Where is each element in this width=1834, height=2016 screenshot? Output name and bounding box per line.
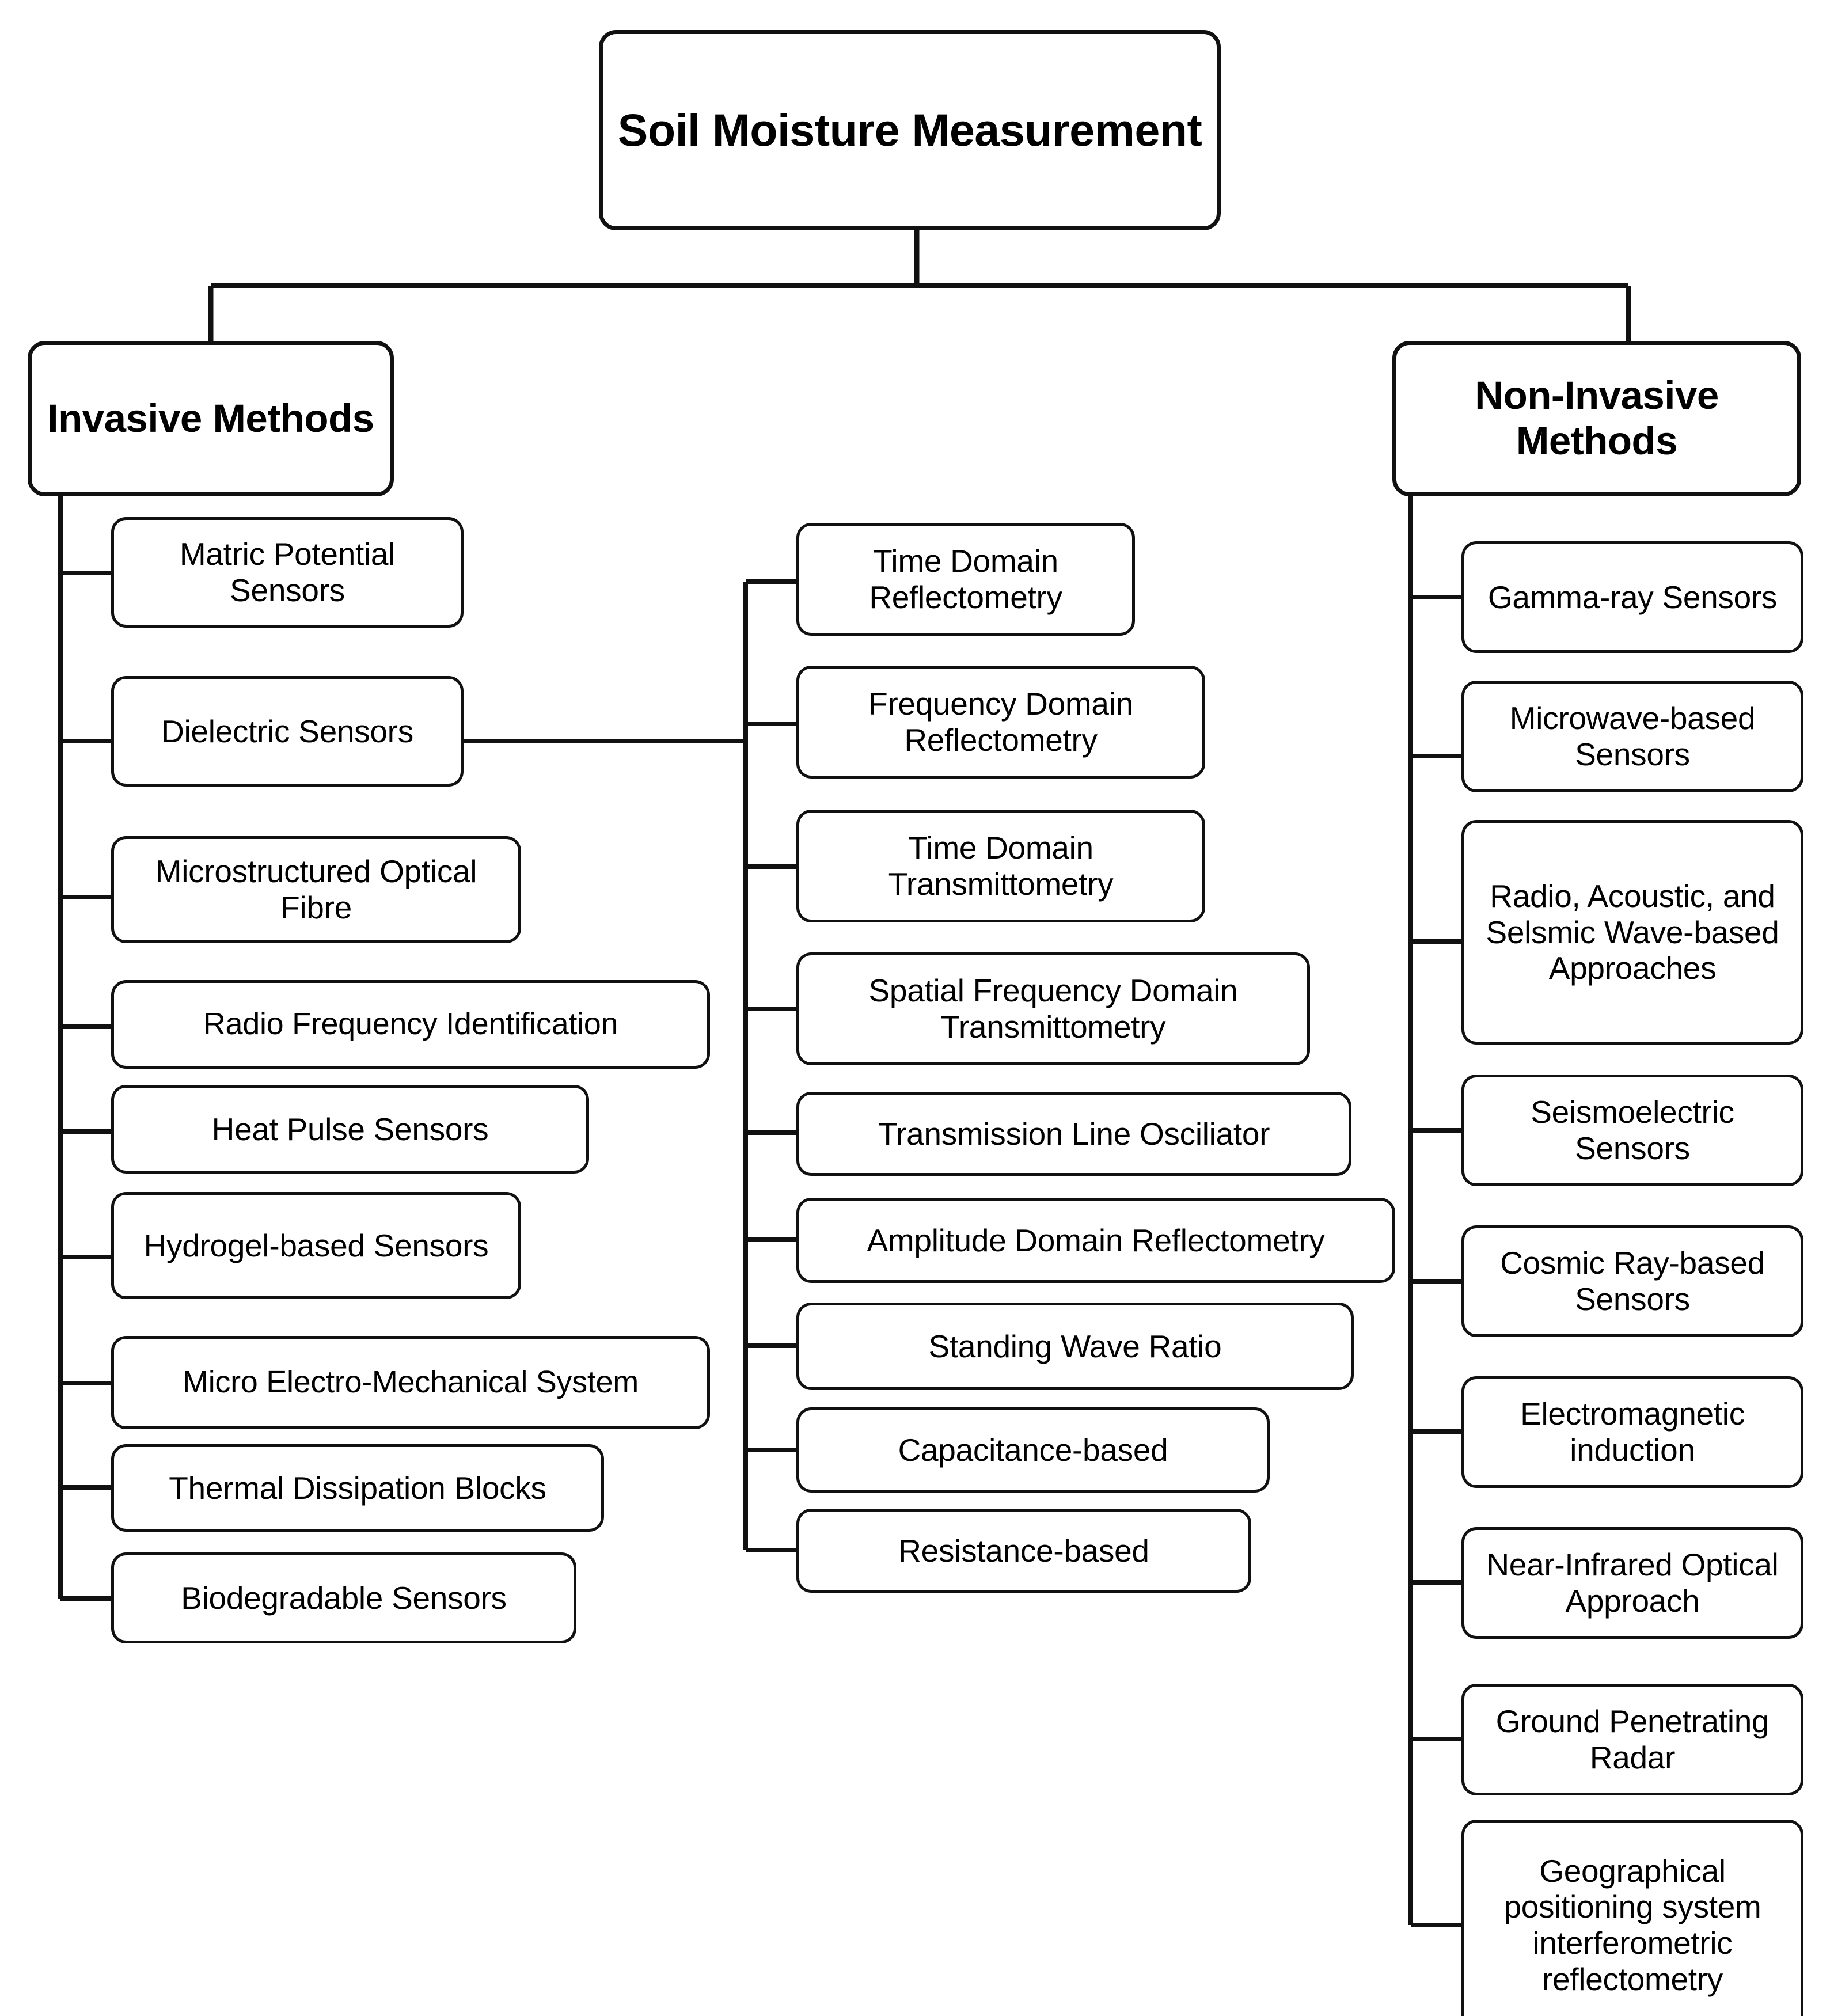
leaf-label: Electromagnetic induction: [1520, 1396, 1745, 1468]
root-node-label: Soil Moisture Measurement: [617, 104, 1202, 155]
leaf-node-frequency-domain-reflectometry[interactable]: Frequency Domain Reflectometry: [796, 666, 1205, 779]
leaf-node-capacitance-based[interactable]: Capacitance-based: [796, 1407, 1270, 1493]
leaf-node-resistance-based[interactable]: Resistance-based: [796, 1509, 1251, 1593]
leaf-label: Geographical positioning system interfer…: [1503, 1852, 1761, 1997]
leaf-label: Time Domain Transmittometry: [888, 830, 1114, 902]
leaf-label: Cosmic Ray-based Sensors: [1500, 1245, 1765, 1317]
branch-node-non-invasive-label: Non-Invasive Methods: [1475, 373, 1719, 463]
leaf-node-transmission-line-osciliator[interactable]: Transmission Line Osciliator: [796, 1092, 1351, 1176]
leaf-label: Micro Electro-Mechanical System: [183, 1365, 639, 1400]
leaf-label: Standing Wave Ratio: [928, 1328, 1222, 1364]
leaf-node-microwave-based-sensors[interactable]: Microwave-based Sensors: [1461, 681, 1803, 792]
branch-node-invasive-label: Invasive Methods: [47, 396, 374, 441]
leaf-label: Spatial Frequency Domain Transmittometry: [868, 973, 1238, 1045]
leaf-label: Frequency Domain Reflectometry: [868, 686, 1133, 758]
leaf-label: Radio Frequency Identification: [203, 1007, 618, 1042]
leaf-node-near-infrared-optical-approach[interactable]: Near-Infrared Optical Approach: [1461, 1527, 1803, 1639]
branch-node-non-invasive-methods[interactable]: Non-Invasive Methods: [1392, 341, 1801, 496]
branch-node-invasive-methods[interactable]: Invasive Methods: [28, 341, 394, 496]
leaf-node-electromagnetic-induction[interactable]: Electromagnetic induction: [1461, 1376, 1803, 1488]
leaf-label: Hydrogel-based Sensors: [143, 1227, 489, 1263]
leaf-node-matric-potential-sensors[interactable]: Matric Potential Sensors: [111, 517, 464, 628]
leaf-node-hydrogel-based-sensors[interactable]: Hydrogel-based Sensors: [111, 1192, 521, 1299]
root-node-soil-moisture-measurement[interactable]: Soil Moisture Measurement: [599, 30, 1221, 230]
leaf-label: Thermal Dissipation Blocks: [169, 1470, 546, 1506]
leaf-label: Amplitude Domain Reflectometry: [867, 1222, 1325, 1258]
leaf-node-amplitude-domain-reflectometry[interactable]: Amplitude Domain Reflectometry: [796, 1198, 1395, 1283]
leaf-label: Seismoelectric Sensors: [1531, 1094, 1734, 1166]
leaf-node-time-domain-transmittometry[interactable]: Time Domain Transmittometry: [796, 810, 1205, 922]
leaf-label: Dielectric Sensors: [161, 713, 413, 749]
leaf-node-cosmic-ray-based-sensors[interactable]: Cosmic Ray-based Sensors: [1461, 1225, 1803, 1337]
leaf-label: Transmission Line Osciliator: [878, 1115, 1270, 1152]
leaf-label: Time Domain Reflectometry: [869, 543, 1062, 615]
leaf-node-gps-interferometric-reflectometry[interactable]: Geographical positioning system interfer…: [1461, 1820, 1803, 2016]
leaf-node-seismoelectric-sensors[interactable]: Seismoelectric Sensors: [1461, 1075, 1803, 1186]
leaf-node-microstructured-optical-fibre[interactable]: Microstructured Optical Fibre: [111, 836, 521, 943]
leaf-node-ground-penetrating-radar[interactable]: Ground Penetrating Radar: [1461, 1684, 1803, 1795]
leaf-label: Radio, Acoustic, and Selsmic Wave-based …: [1486, 878, 1779, 986]
leaf-node-standing-wave-ratio[interactable]: Standing Wave Ratio: [796, 1303, 1354, 1390]
leaf-node-heat-pulse-sensors[interactable]: Heat Pulse Sensors: [111, 1085, 589, 1174]
leaf-node-radio-acoustic-seismic-wave-based-approaches[interactable]: Radio, Acoustic, and Selsmic Wave-based …: [1461, 820, 1803, 1045]
leaf-label: Biodegradable Sensors: [181, 1580, 507, 1616]
leaf-label: Near-Infrared Optical Approach: [1486, 1547, 1779, 1619]
leaf-node-thermal-dissipation-blocks[interactable]: Thermal Dissipation Blocks: [111, 1444, 604, 1532]
leaf-label: Resistance-based: [898, 1532, 1149, 1569]
leaf-node-gamma-ray-sensors[interactable]: Gamma-ray Sensors: [1461, 541, 1803, 653]
leaf-label: Matric Potential Sensors: [179, 536, 396, 608]
leaf-label: Heat Pulse Sensors: [211, 1111, 489, 1147]
leaf-label: Ground Penetrating Radar: [1495, 1703, 1770, 1775]
leaf-label: Gamma-ray Sensors: [1487, 579, 1778, 615]
leaf-node-biodegradable-sensors[interactable]: Biodegradable Sensors: [111, 1552, 576, 1643]
leaf-node-radio-frequency-identification[interactable]: Radio Frequency Identification: [111, 980, 710, 1069]
leaf-label: Microwave-based Sensors: [1509, 700, 1756, 772]
leaf-label: Capacitance-based: [898, 1432, 1168, 1468]
leaf-label: Microstructured Optical Fibre: [155, 853, 477, 925]
leaf-node-spatial-frequency-domain-transmittometry[interactable]: Spatial Frequency Domain Transmittometry: [796, 952, 1310, 1065]
leaf-node-time-domain-reflectometry[interactable]: Time Domain Reflectometry: [796, 523, 1135, 636]
leaf-node-micro-electro-mechanical-system[interactable]: Micro Electro-Mechanical System: [111, 1336, 710, 1429]
leaf-node-dielectric-sensors[interactable]: Dielectric Sensors: [111, 676, 464, 787]
